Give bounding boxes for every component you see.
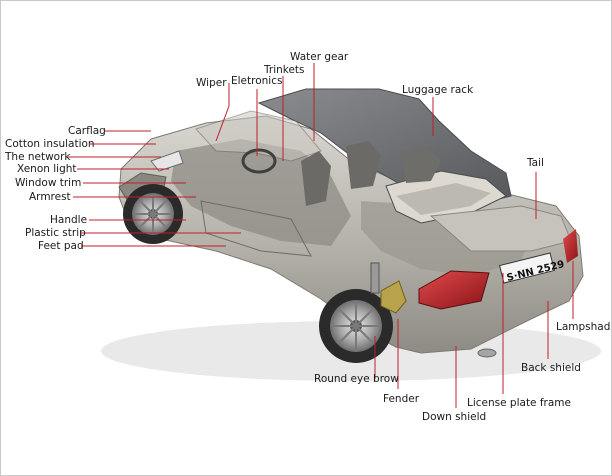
shock-absorber (370, 262, 380, 294)
label-license-plate-frame: License plate frame (467, 397, 571, 409)
label-trinkets: Trinkets (264, 64, 305, 76)
passenger-seat (346, 141, 381, 189)
label-armrest: Armrest (29, 191, 71, 203)
exhaust-pipe (477, 348, 497, 358)
label-xenon-light: Xenon light (17, 163, 77, 175)
rear-suspension (380, 280, 407, 314)
label-down-shield: Down shield (422, 411, 487, 423)
tail-light (418, 270, 490, 310)
label-cotton-insulation: Cotton insulation (5, 138, 95, 150)
headlight (150, 150, 184, 172)
label-feet-pad: Feet pad (38, 240, 84, 252)
windshield (195, 110, 322, 162)
tail-light-right (563, 229, 578, 263)
label-fender: Fender (383, 393, 420, 405)
steering-wheel (241, 148, 277, 174)
leader-lines (68, 63, 574, 408)
label-back-shield: Back shield (521, 362, 581, 374)
label-plastic-strip: Plastic strip (25, 227, 86, 239)
label-luggage-rack: Luggage rack (402, 84, 474, 96)
license-plate (498, 252, 556, 284)
door-line (200, 200, 312, 257)
label-carflag: Carflag (68, 125, 106, 137)
label-lampshade: Lampshade (556, 321, 612, 333)
label-eletronics: Eletronics (231, 75, 283, 87)
label-the-network: The network (5, 151, 71, 163)
label-round-eye-brow: Round eye brow (314, 373, 399, 385)
label-wiper: Wiper (196, 77, 227, 89)
label-window-trim: Window trim (15, 177, 82, 189)
label-tail: Tail (527, 157, 544, 169)
label-handle: Handle (50, 214, 88, 226)
label-water-gear: Water gear (290, 51, 349, 63)
front-wheel (123, 184, 183, 244)
front-seat (301, 151, 331, 206)
rear-seat (401, 146, 441, 183)
